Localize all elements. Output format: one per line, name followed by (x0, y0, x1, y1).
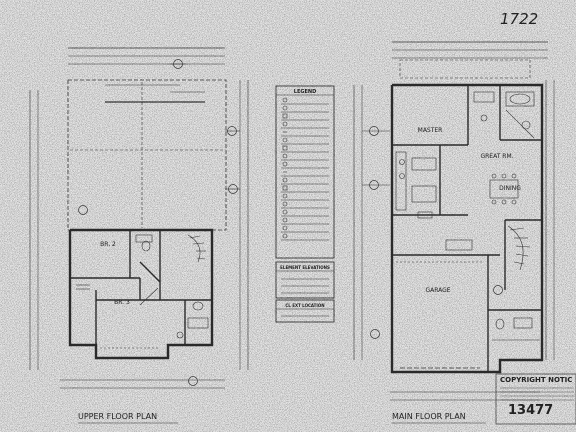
dining-table (489, 173, 519, 205)
legend-title: LEGEND (294, 89, 316, 95)
legend-panel (275, 85, 335, 323)
main-floor-plan-title: MAIN FLOOR PLAN (392, 412, 466, 421)
kitchen-fixtures (395, 151, 437, 219)
room-label-br2: BR. 2 (100, 241, 116, 248)
main-floor-plan (353, 41, 576, 425)
upper-walls (68, 228, 214, 360)
upper-floor-plan (29, 47, 249, 389)
main-stair (507, 225, 531, 271)
room-label-garage: GARAGE (425, 287, 450, 294)
handwritten-sheet-number: 1722 (500, 10, 538, 28)
legend-location-title: CL EXT LOCATION (285, 303, 324, 308)
upper-floor-plan-title: UPPER FLOOR PLAN (78, 412, 157, 421)
main-walls (390, 83, 544, 374)
upper-stair (187, 234, 206, 263)
upper-interior-walls (70, 230, 212, 345)
master-bath-fixtures (473, 91, 535, 139)
room-label-great-rm: GREAT RM. (480, 153, 513, 160)
main-interior-walls (392, 85, 542, 372)
copyright-notice: COPYRIGHT NOTIC (500, 376, 572, 384)
room-label-master: MASTER (418, 127, 443, 134)
room-label-br3: BR. 3 (114, 299, 130, 306)
copyright-box (495, 373, 576, 425)
legend-schedule-title: ELEMENT ELEVATIONS (280, 265, 330, 270)
plan-number: 13477 (508, 403, 553, 418)
room-label-dining: DINING (499, 185, 521, 192)
